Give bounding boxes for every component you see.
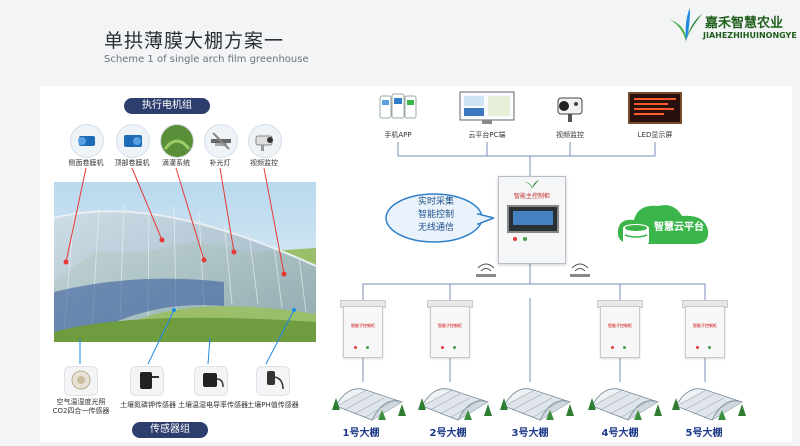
main-control-cabinet: 智能主控制柜 [498,176,566,264]
sensor-label: 空气温湿度光照 CO2四合一传感器 [52,398,110,415]
top-roller-icon [116,124,150,158]
video-camera-icon [248,124,282,158]
brand-name: 嘉禾智慧农业 [705,16,784,31]
actuator-label: 滴灌系统 [162,159,190,167]
sub-control-cabinet: 智能子控制柜 [600,306,640,358]
feature-bubble [385,193,494,243]
air-sensor-icon [64,366,98,396]
controller-label: 智能主控制柜 [513,193,550,200]
network-connectors [362,142,706,382]
controller-screen [507,205,559,233]
greenhouse-label: 3号大棚 [511,428,549,439]
sensor-group-label: 传感器组 [132,422,208,438]
actuator-label: 视频监控 [250,159,278,167]
actuator-group-label: 执行电机组 [124,98,210,114]
grow-light-icon [204,124,238,158]
greenhouse-label: 4号大棚 [601,428,639,439]
sub-control-cabinet: 智能子控制柜 [343,306,383,358]
sensor-label: 土壤PH值传感器 [247,401,299,409]
soil-ec-sensor-icon [194,366,228,396]
mobile-app-icon [379,93,417,119]
page-subtitle: Scheme 1 of single arch film greenhouse [104,54,309,65]
device-label: 云平台PC端 [468,131,506,139]
sub-control-cabinet: 智能子控制柜 [685,306,725,358]
greenhouse-label: 1号大棚 [342,428,380,439]
device-label: 手机APP [384,131,412,139]
greenhouse-row [331,388,747,421]
cloud-platform-label: 智慧云平台 [654,222,704,233]
sensor-label: 土壤温湿电导率传感器 [178,401,248,409]
diagram-panel: 执行电机组 侧面卷膜机 顶部卷膜机 滴灌系统 补光灯 视频监控 [40,86,792,442]
side-roller-icon [70,124,104,158]
page-title: 单拱薄膜大棚方案一 [104,30,285,52]
greenhouse-label: 5号大棚 [685,428,723,439]
soil-npk-sensor-icon [130,366,164,396]
sub-control-cabinet: 智能子控制柜 [430,306,470,358]
actuator-label: 补光灯 [209,159,231,167]
cctv-camera-icon [557,97,583,122]
sensor-label: 土壤氮磷钾传感器 [120,401,176,409]
actuator-label: 顶部卷膜机 [114,159,150,167]
greenhouse-illustration [54,182,316,342]
pc-monitor-icon [459,91,515,124]
actuator-label: 侧面卷膜机 [68,159,104,167]
bubble-text: 实时采集 智能控制 无线通信 [417,197,454,233]
cabinet-logo-icon [525,180,539,189]
soil-ph-sensor-icon [256,366,290,396]
led-display-icon [628,92,682,124]
device-label: 视频监控 [556,131,584,139]
device-label: LED显示屏 [637,131,673,139]
actuator-connectors [65,167,295,365]
cloud-platform-icon [617,205,709,246]
greenhouse-label: 2号大棚 [429,428,467,439]
brand-name-en: JIAHEZHIHUINONGYE [703,31,797,40]
drip-irrigation-icon [160,124,194,158]
brand-logo-icon [670,8,702,42]
